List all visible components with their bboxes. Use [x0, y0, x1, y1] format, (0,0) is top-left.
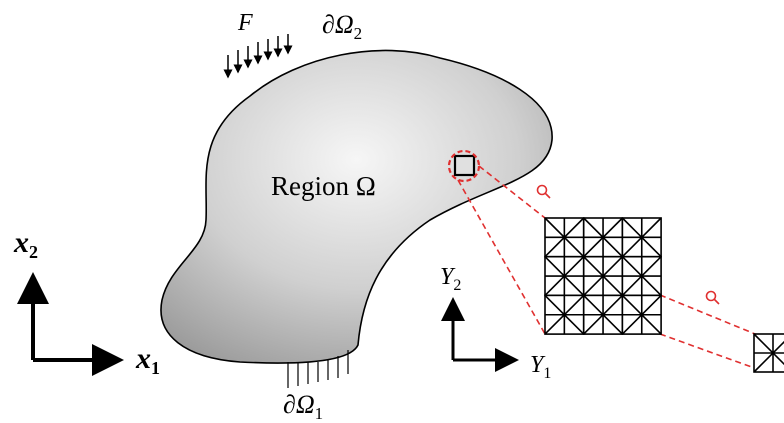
axis-x2-label: x2	[13, 226, 38, 262]
boundary-top-label: ∂Ω2	[322, 10, 362, 43]
axis-y2-label: Y2	[440, 264, 461, 294]
micro-point-square	[453, 154, 476, 177]
boundary-bottom-label: ∂Ω1	[283, 390, 323, 423]
lattice-unit-cells	[544, 217, 662, 335]
global-axes	[17, 272, 124, 376]
single-unit-cell	[753, 333, 784, 373]
magnifier-icon	[705, 290, 720, 305]
axis-x1-label: x1	[135, 342, 160, 378]
magnifier-icon	[536, 184, 551, 199]
zoom-lines	[457, 165, 761, 371]
region-label: Region Ω	[271, 171, 376, 201]
axis-y1-label: Y1	[530, 352, 551, 382]
force-arrows	[223, 34, 293, 79]
region-shape	[160, 49, 553, 364]
fixed-support	[287, 350, 349, 388]
force-label: F	[237, 10, 253, 36]
local-axes	[441, 297, 519, 372]
